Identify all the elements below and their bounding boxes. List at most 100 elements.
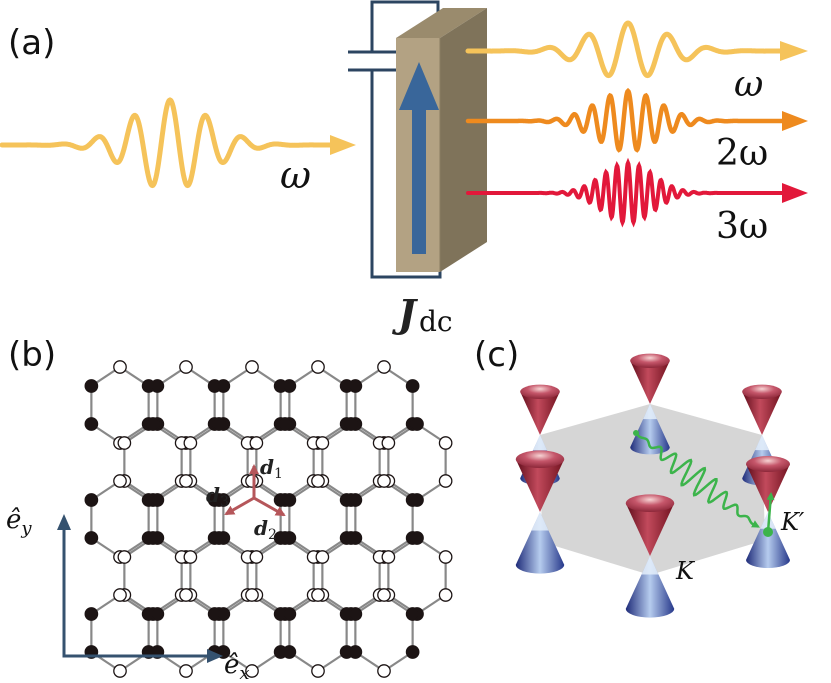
conduction-lower-cone (515, 512, 565, 574)
dc-current-arrow (399, 62, 439, 254)
lattice-site-b (245, 474, 259, 488)
valley-kprime-label: K′ (780, 508, 805, 536)
lattice-site-b (245, 664, 259, 678)
dirac-cone-k (625, 494, 675, 618)
lattice-site-a (282, 493, 297, 507)
conduction-lower-cone (625, 556, 675, 618)
cone-top-face (742, 384, 782, 399)
bond-vector-d2 (253, 496, 286, 517)
lattice-site-a (348, 379, 363, 393)
conduction-lower-cone (630, 404, 670, 455)
panel-b-label: (b) (8, 335, 56, 375)
d1-label: d1 (260, 455, 283, 482)
lattice-site-a (405, 607, 420, 621)
lattice-site-a (410, 531, 424, 545)
valence-upper-cone (630, 360, 670, 404)
honeycomb-lattice (84, 360, 453, 678)
d2-label: d2 (254, 516, 277, 543)
bond-vectors (224, 464, 286, 517)
lattice-site-a (348, 493, 363, 507)
sample-slab (396, 8, 487, 272)
lattice-site-a (146, 531, 160, 545)
output-pulse-omega (465, 20, 789, 79)
lattice-site-a (348, 645, 363, 659)
lattice-site-b (315, 550, 330, 564)
lattice-site-b (438, 436, 453, 450)
lattice-site-a (84, 531, 99, 545)
lattice-site-b (311, 360, 325, 374)
lattice-site-a (405, 493, 420, 507)
lattice-site-a (282, 379, 297, 393)
output-pulse-3omega (466, 157, 790, 228)
cone-apex-highlight (533, 435, 547, 451)
lattice-site-b (179, 474, 193, 488)
x-axis-label: êx (224, 650, 250, 683)
x-axis-arrowhead (207, 649, 223, 663)
lattice-site-b (377, 588, 391, 602)
valence-upper-cone (625, 503, 675, 556)
valley-k-label: K (675, 557, 696, 585)
cone-top-face (515, 450, 565, 469)
cone-top-face (630, 353, 670, 368)
lattice-site-b (438, 588, 453, 602)
lattice-site-b (381, 550, 396, 564)
lattice-site-a (216, 493, 231, 507)
lattice-site-a (84, 607, 99, 621)
lattice-site-b (113, 474, 127, 488)
output-3omega-label: 3ω (716, 206, 768, 247)
lattice-site-a (405, 379, 420, 393)
d3-label: d3 (206, 483, 229, 510)
lattice-site-a (282, 607, 297, 621)
valence-upper-cone (520, 391, 560, 435)
lattice-site-b (245, 360, 259, 374)
lattice-site-a (344, 417, 358, 431)
lattice-site-b (117, 436, 132, 450)
output-omega-label: ω (734, 64, 763, 105)
lattice-site-a (150, 493, 165, 507)
y-axis-arrowhead (57, 514, 71, 530)
lattice-site-a (282, 645, 297, 659)
valence-upper-cone (742, 391, 782, 435)
dirac-cone-top (630, 353, 670, 455)
cone-top-face (520, 384, 560, 399)
lattice-site-b (179, 360, 193, 374)
lattice-site-b (377, 360, 391, 374)
lattice-site-b (311, 664, 325, 678)
lattice-site-a (150, 607, 165, 621)
cone-apex-highlight (641, 556, 659, 575)
lattice-site-b (438, 474, 453, 488)
lattice-site-b (381, 436, 396, 450)
lattice-site-a (278, 531, 292, 545)
valence-upper-cone (515, 459, 565, 512)
cone-apex-highlight (531, 512, 549, 531)
lattice-site-b (245, 588, 259, 602)
lattice-site-b (311, 588, 325, 602)
lattice-site-a (216, 607, 231, 621)
cone-apex-highlight (643, 404, 657, 420)
lattice-site-a (84, 379, 99, 393)
lattice-site-a (410, 417, 424, 431)
lattice-site-b (117, 550, 132, 564)
intervalley-transition (633, 430, 775, 537)
vertical-excitation-arrow (766, 492, 775, 533)
valence-upper-cone (746, 464, 790, 512)
dirac-cones (515, 353, 790, 618)
lattice-site-a (348, 607, 363, 621)
lattice-site-a (212, 417, 226, 431)
lattice-site-a (278, 417, 292, 431)
lattice-site-b (377, 664, 391, 678)
brillouin-zone (540, 404, 765, 575)
input-pulse-arrowhead (330, 135, 356, 155)
lattice-site-b (113, 664, 127, 678)
lattice-site-b (113, 360, 127, 374)
output-2omega-arrowhead (782, 111, 808, 131)
conduction-lower-cone (746, 512, 790, 568)
cone-apex-highlight (755, 435, 769, 451)
panel-c: (c) K K′ (474, 335, 805, 618)
cone-top-face (625, 494, 675, 512)
lattice-site-b (179, 664, 193, 678)
bond-vector-d3 (224, 496, 255, 516)
lattice-site-b (311, 474, 325, 488)
